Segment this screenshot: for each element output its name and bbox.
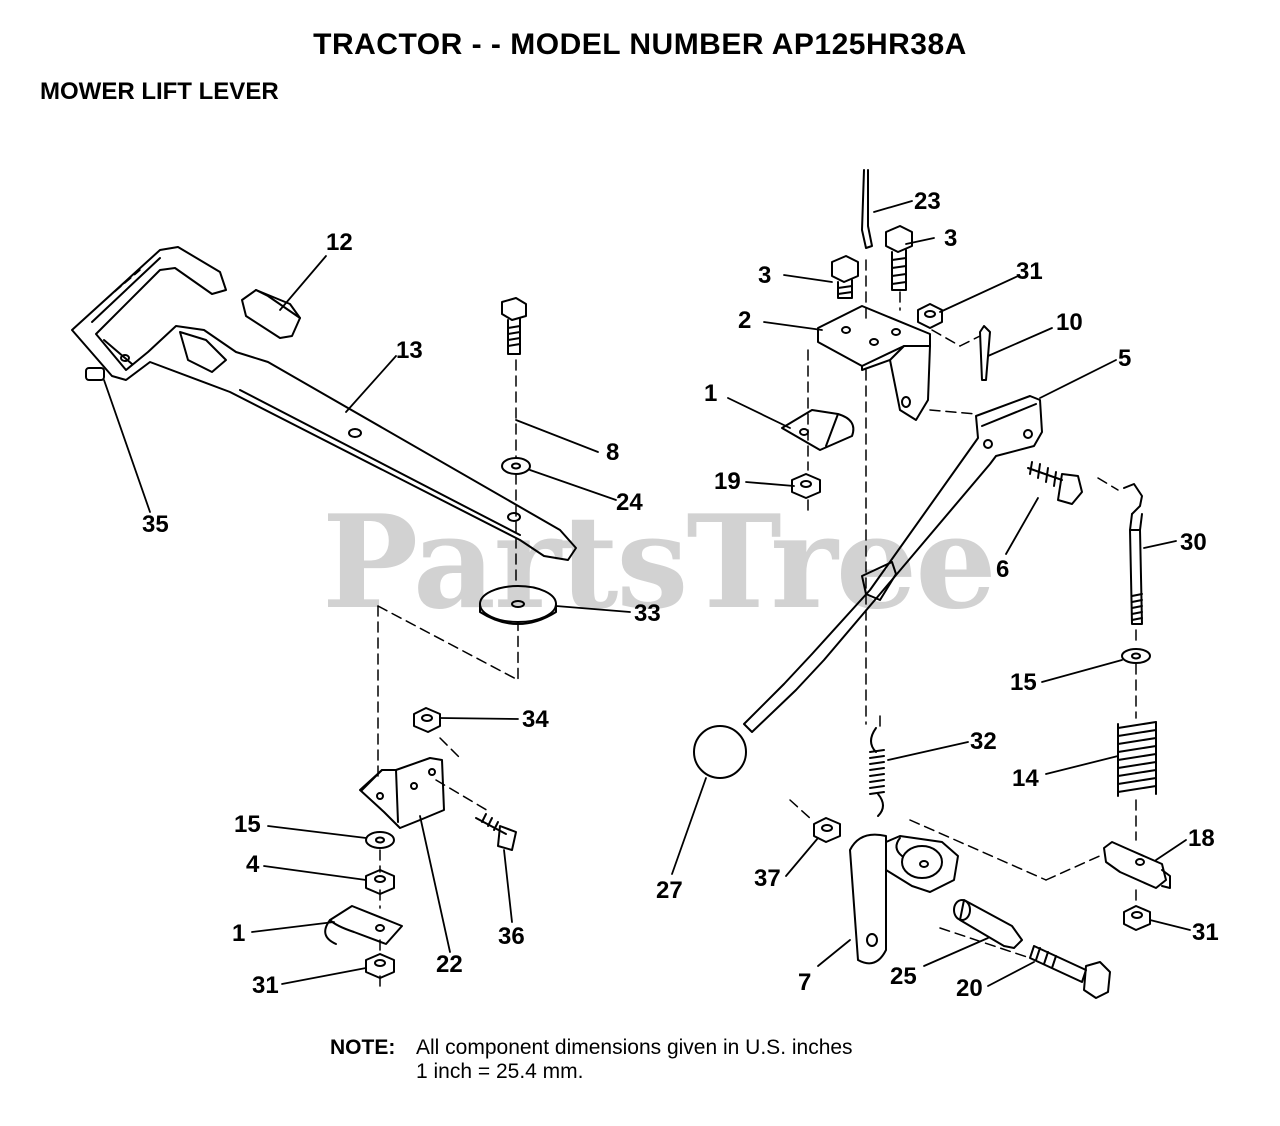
clip-part <box>324 905 403 945</box>
bolt-3-part-b <box>885 225 913 291</box>
callout-15-left: 15 <box>234 811 261 838</box>
callout-30: 30 <box>1180 529 1207 556</box>
callout-1-top: 1 <box>704 380 717 407</box>
diagram-title: TRACTOR - - MODEL NUMBER AP125HR38A <box>313 28 967 61</box>
callout-2: 2 <box>738 307 751 334</box>
note-label: NOTE: <box>330 1036 396 1059</box>
callout-13: 13 <box>396 337 423 364</box>
cotter-pin-10-part <box>979 325 991 381</box>
callout-37: 37 <box>754 865 781 892</box>
callout-22: 22 <box>436 951 463 978</box>
rod-part <box>1123 483 1143 625</box>
carriage-bolt-part <box>475 813 517 851</box>
callout-36: 36 <box>498 923 525 950</box>
shoulder-bolt-part <box>1027 461 1083 505</box>
cotter-pin-part <box>861 169 873 249</box>
hex-bolt-part <box>1029 945 1111 999</box>
callout-35: 35 <box>142 511 169 538</box>
callout-14: 14 <box>1012 765 1039 792</box>
callout-34: 34 <box>522 706 549 733</box>
mounting-bracket-part <box>817 305 931 421</box>
lift-lever-arm-part <box>743 395 1043 733</box>
callout-23: 23 <box>914 188 941 215</box>
callout-3b: 3 <box>758 262 771 289</box>
callout-32: 32 <box>970 728 997 755</box>
note-line-2: 1 inch = 25.4 mm. <box>416 1060 584 1083</box>
extension-spring-part <box>869 727 885 817</box>
callout-19: 19 <box>714 468 741 495</box>
nut-31-right <box>1123 905 1151 931</box>
trunnion-part <box>1103 841 1171 889</box>
knob-part <box>693 725 747 779</box>
nut-37-part <box>813 817 841 843</box>
callout-24: 24 <box>616 489 643 516</box>
callout-3a: 3 <box>944 225 957 252</box>
nut-part-4 <box>365 869 395 895</box>
spacer-tube-part <box>953 899 1023 949</box>
callout-8: 8 <box>606 439 619 466</box>
callout-31-left: 31 <box>252 972 279 999</box>
compression-spring-part <box>1117 721 1157 797</box>
callout-1-bottom: 1 <box>232 920 245 947</box>
callout-12: 12 <box>326 229 353 256</box>
callout-15-right: 15 <box>1010 669 1037 696</box>
callout-27: 27 <box>656 877 683 904</box>
grip-part <box>241 289 301 339</box>
callout-7: 7 <box>798 969 811 996</box>
nut-part <box>413 707 441 733</box>
bolt-part <box>501 297 527 355</box>
nut-31-upper <box>917 303 943 329</box>
lever-bar-part <box>71 246 577 561</box>
watermark-logo: PartsTree <box>322 488 997 638</box>
callout-31-top: 31 <box>1016 258 1043 285</box>
callout-25: 25 <box>890 963 917 990</box>
nut-part-31 <box>365 953 395 979</box>
callout-5: 5 <box>1118 345 1131 372</box>
callout-20: 20 <box>956 975 983 1002</box>
large-washer-part <box>479 585 557 625</box>
callout-6: 6 <box>996 556 1009 583</box>
clip-1-upper <box>781 409 855 451</box>
callout-4: 4 <box>246 851 260 878</box>
dimension-note: NOTE: All component dimensions given in U… <box>330 1036 853 1084</box>
bolt-3-part <box>831 255 859 299</box>
callout-10: 10 <box>1056 309 1083 336</box>
washer-part <box>501 457 531 475</box>
bellcrank-part <box>849 833 959 965</box>
pin-part <box>85 367 105 381</box>
callout-33: 33 <box>634 600 661 627</box>
callout-18: 18 <box>1188 825 1215 852</box>
note-line-1: All component dimensions given in U.S. i… <box>416 1036 853 1059</box>
callout-31-right: 31 <box>1192 919 1219 946</box>
nut-19-part <box>791 473 821 499</box>
diagram-subtitle: MOWER LIFT LEVER <box>40 78 279 105</box>
bracket-part <box>359 757 445 829</box>
